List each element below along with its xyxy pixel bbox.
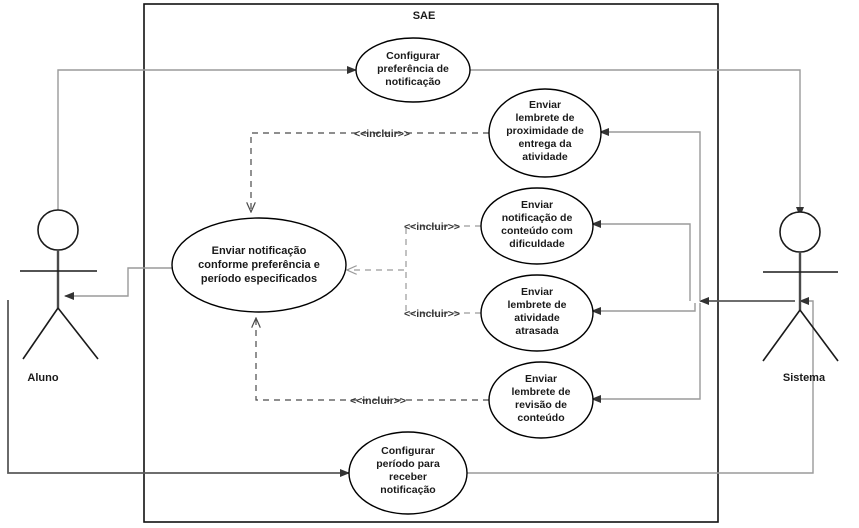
use-case-line-1: Enviar — [525, 373, 557, 385]
include-label-dificuldade: <<incluir>> — [404, 221, 460, 233]
use-case-ellipse[interactable] — [355, 37, 471, 103]
use-case-enviar-notificacao-conteudo-dificuldade[interactable]: Enviar notificação de conteúdo com dific… — [480, 187, 594, 265]
actor-head-icon — [779, 211, 821, 253]
association-lines — [7, 66, 814, 477]
assoc-sistema-notificacao-dificuldade — [591, 220, 691, 301]
use-case-line-2: lembrete de — [516, 112, 575, 124]
include-line-revisao — [256, 318, 489, 401]
use-case-line-1: Enviar — [529, 99, 561, 111]
assoc-sistema-lembrete-proximidade — [599, 128, 701, 301]
include-label-revisao: <<incluir>> — [350, 395, 406, 407]
use-case-line-2: preferência de — [377, 63, 449, 75]
actor-label-sistema: Sistema — [783, 372, 826, 384]
assoc-sistema-lembrete-revisao — [591, 303, 701, 403]
use-case-enviar-notificacao-conforme-preferencia[interactable]: Enviar notificação conforme preferência … — [171, 217, 347, 313]
use-case-line-2: lembrete de — [512, 386, 571, 398]
use-case-line-4: notificação — [380, 484, 435, 496]
use-case-line-1: Configurar — [386, 50, 440, 62]
include-label-atraso: <<incluir>> — [404, 308, 460, 320]
include-relations: <<incluir>> <<incluir>> <<incluir>> <<in… — [251, 128, 489, 407]
assoc-enviar-notificacao-aluno — [64, 267, 172, 300]
use-case-enviar-lembrete-atividade-atrasada[interactable]: Enviar lembrete de atividade atrasada — [480, 274, 594, 352]
use-case-line-3: receber — [389, 471, 427, 483]
use-case-ellipse[interactable] — [480, 187, 594, 265]
assoc-aluno-configurar-preferencia — [57, 66, 357, 228]
include-line-proximidade — [251, 132, 489, 212]
actor-leg-left-icon — [22, 307, 59, 360]
use-case-ellipse[interactable] — [348, 431, 468, 515]
use-case-line-2: conforme preferência e — [198, 259, 320, 271]
use-case-line-4: dificuldade — [509, 238, 565, 250]
system-boundary-rect — [143, 3, 719, 523]
use-case-ellipse[interactable] — [171, 217, 347, 313]
include-line-dificuldade — [347, 225, 481, 270]
actor-aluno[interactable]: Aluno — [20, 209, 99, 384]
use-case-enviar-lembrete-revisao-conteudo[interactable]: Enviar lembrete de revisão de conteúdo — [488, 361, 594, 439]
use-case-line-4: entrega da — [518, 138, 571, 150]
system-boundary-label: SAE — [413, 10, 436, 22]
use-case-line-1: Enviar — [521, 199, 553, 211]
include-label-proximidade: <<incluir>> — [354, 128, 410, 140]
assoc-configurar-periodo-sistema — [467, 297, 814, 474]
use-case-line-3: notificação — [385, 76, 440, 88]
use-case-line-4: atrasada — [515, 325, 558, 337]
include-line-atraso — [405, 270, 481, 314]
use-case-line-2: notificação de — [502, 212, 573, 224]
use-case-line-3: atividade — [514, 312, 560, 324]
use-case-enviar-lembrete-proximidade-entrega[interactable]: Enviar lembrete de proximidade de entreg… — [488, 88, 602, 178]
use-case-line-3: conteúdo com — [501, 225, 573, 237]
actor-sistema[interactable]: Sistema — [762, 211, 839, 384]
use-case-ellipse[interactable] — [488, 88, 602, 178]
use-case-configurar-periodo-receber-notificacao[interactable]: Configurar período para receber notifica… — [348, 431, 468, 515]
assoc-configurar-preferencia-sistema — [470, 69, 804, 217]
assoc-aluno-configurar-periodo — [7, 300, 350, 477]
actor-head-icon — [37, 209, 79, 251]
actor-leg-right-icon — [799, 309, 839, 362]
use-case-line-2: lembrete de — [508, 299, 567, 311]
use-case-configurar-preferencia-notificacao[interactable]: Configurar preferência de notificação — [355, 37, 471, 103]
use-case-line-5: atividade — [522, 151, 568, 163]
actor-label-aluno: Aluno — [27, 372, 58, 384]
use-case-line-3: revisão de — [515, 399, 567, 411]
actor-leg-right-icon — [57, 307, 99, 360]
use-case-line-4: conteúdo — [517, 412, 564, 424]
use-case-line-1: Enviar notificação — [212, 245, 307, 257]
use-case-line-1: Configurar — [381, 445, 435, 457]
use-case-ellipse[interactable] — [488, 361, 594, 439]
system-boundary: SAE — [143, 3, 719, 523]
use-case-ellipse[interactable] — [480, 274, 594, 352]
use-case-line-3: proximidade de — [506, 125, 584, 137]
use-case-line-1: Enviar — [521, 286, 553, 298]
use-case-line-3: período especificados — [201, 273, 317, 285]
use-case-line-2: período para — [376, 458, 440, 470]
actor-leg-left-icon — [762, 309, 801, 362]
assoc-sistema-lembrete-atraso — [591, 303, 696, 315]
